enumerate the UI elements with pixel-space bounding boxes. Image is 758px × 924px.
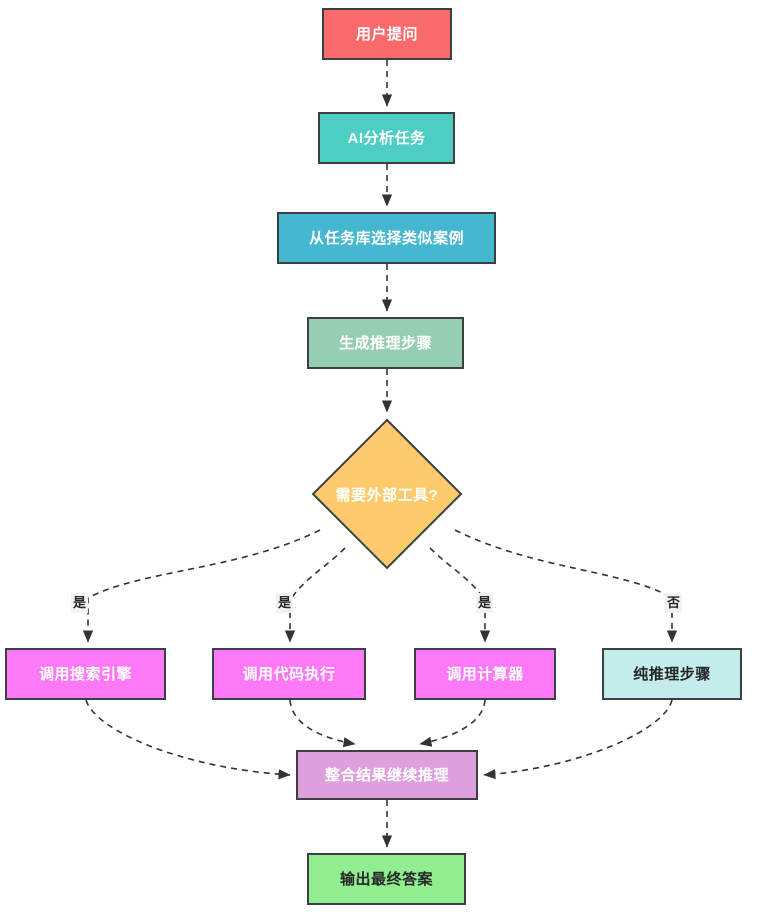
node-label-user-question: 用户提问 [355, 25, 418, 43]
edge-pure-reasoning-steps-to-integrate-continue-reasoning [483, 699, 673, 780]
node-output-final-answer[interactable]: 输出最终答案 [307, 853, 466, 905]
diamond-shape [311, 418, 463, 570]
edge-label-no-pure: 否 [665, 593, 683, 613]
edge-call-search-engine-to-integrate-continue-reasoning [85, 699, 291, 780]
edge-label-yes-code: 是 [276, 593, 294, 613]
edge-need-external-tool-to-call-search-engine [82, 529, 321, 643]
node-call-calculator[interactable]: 调用计算器 [414, 648, 556, 700]
node-label-select-similar-case: 从任务库选择类似案例 [308, 229, 464, 247]
node-label-integrate-continue-reasoning: 整合结果继续推理 [324, 766, 449, 784]
node-need-external-tool[interactable]: 需要外部工具? [311, 418, 463, 570]
node-ai-analyze-task[interactable]: AI分析任务 [318, 112, 455, 164]
node-label-need-external-tool: 需要外部工具? [335, 486, 439, 504]
edge-need-external-tool-to-pure-reasoning-steps [454, 529, 678, 643]
node-user-question[interactable]: 用户提问 [322, 8, 452, 60]
node-label-ai-analyze-task: AI分析任务 [347, 129, 426, 147]
node-label-call-code-exec: 调用代码执行 [242, 665, 336, 683]
node-integrate-continue-reasoning[interactable]: 整合结果继续推理 [296, 750, 478, 800]
node-call-search-engine[interactable]: 调用搜索引擎 [5, 648, 166, 700]
node-generate-reasoning-steps[interactable]: 生成推理步骤 [307, 317, 464, 369]
edge-call-code-exec-to-integrate-continue-reasoning [289, 699, 356, 748]
node-label-call-search-engine: 调用搜索引擎 [38, 665, 132, 683]
node-label-output-final-answer: 输出最终答案 [339, 870, 433, 888]
node-label-generate-reasoning-steps: 生成推理步骤 [338, 334, 432, 352]
node-label-pure-reasoning-steps: 纯推理步骤 [633, 665, 711, 683]
node-call-code-exec[interactable]: 调用代码执行 [212, 648, 366, 700]
edge-label-yes-calc: 是 [476, 593, 494, 613]
edge-call-calculator-to-integrate-continue-reasoning [419, 699, 486, 747]
node-label-call-calculator: 调用计算器 [446, 665, 524, 683]
node-select-similar-case[interactable]: 从任务库选择类似案例 [277, 212, 496, 264]
edges-group [82, 60, 678, 848]
edge-label-yes-search: 是 [71, 593, 89, 613]
node-pure-reasoning-steps[interactable]: 纯推理步骤 [602, 648, 742, 700]
